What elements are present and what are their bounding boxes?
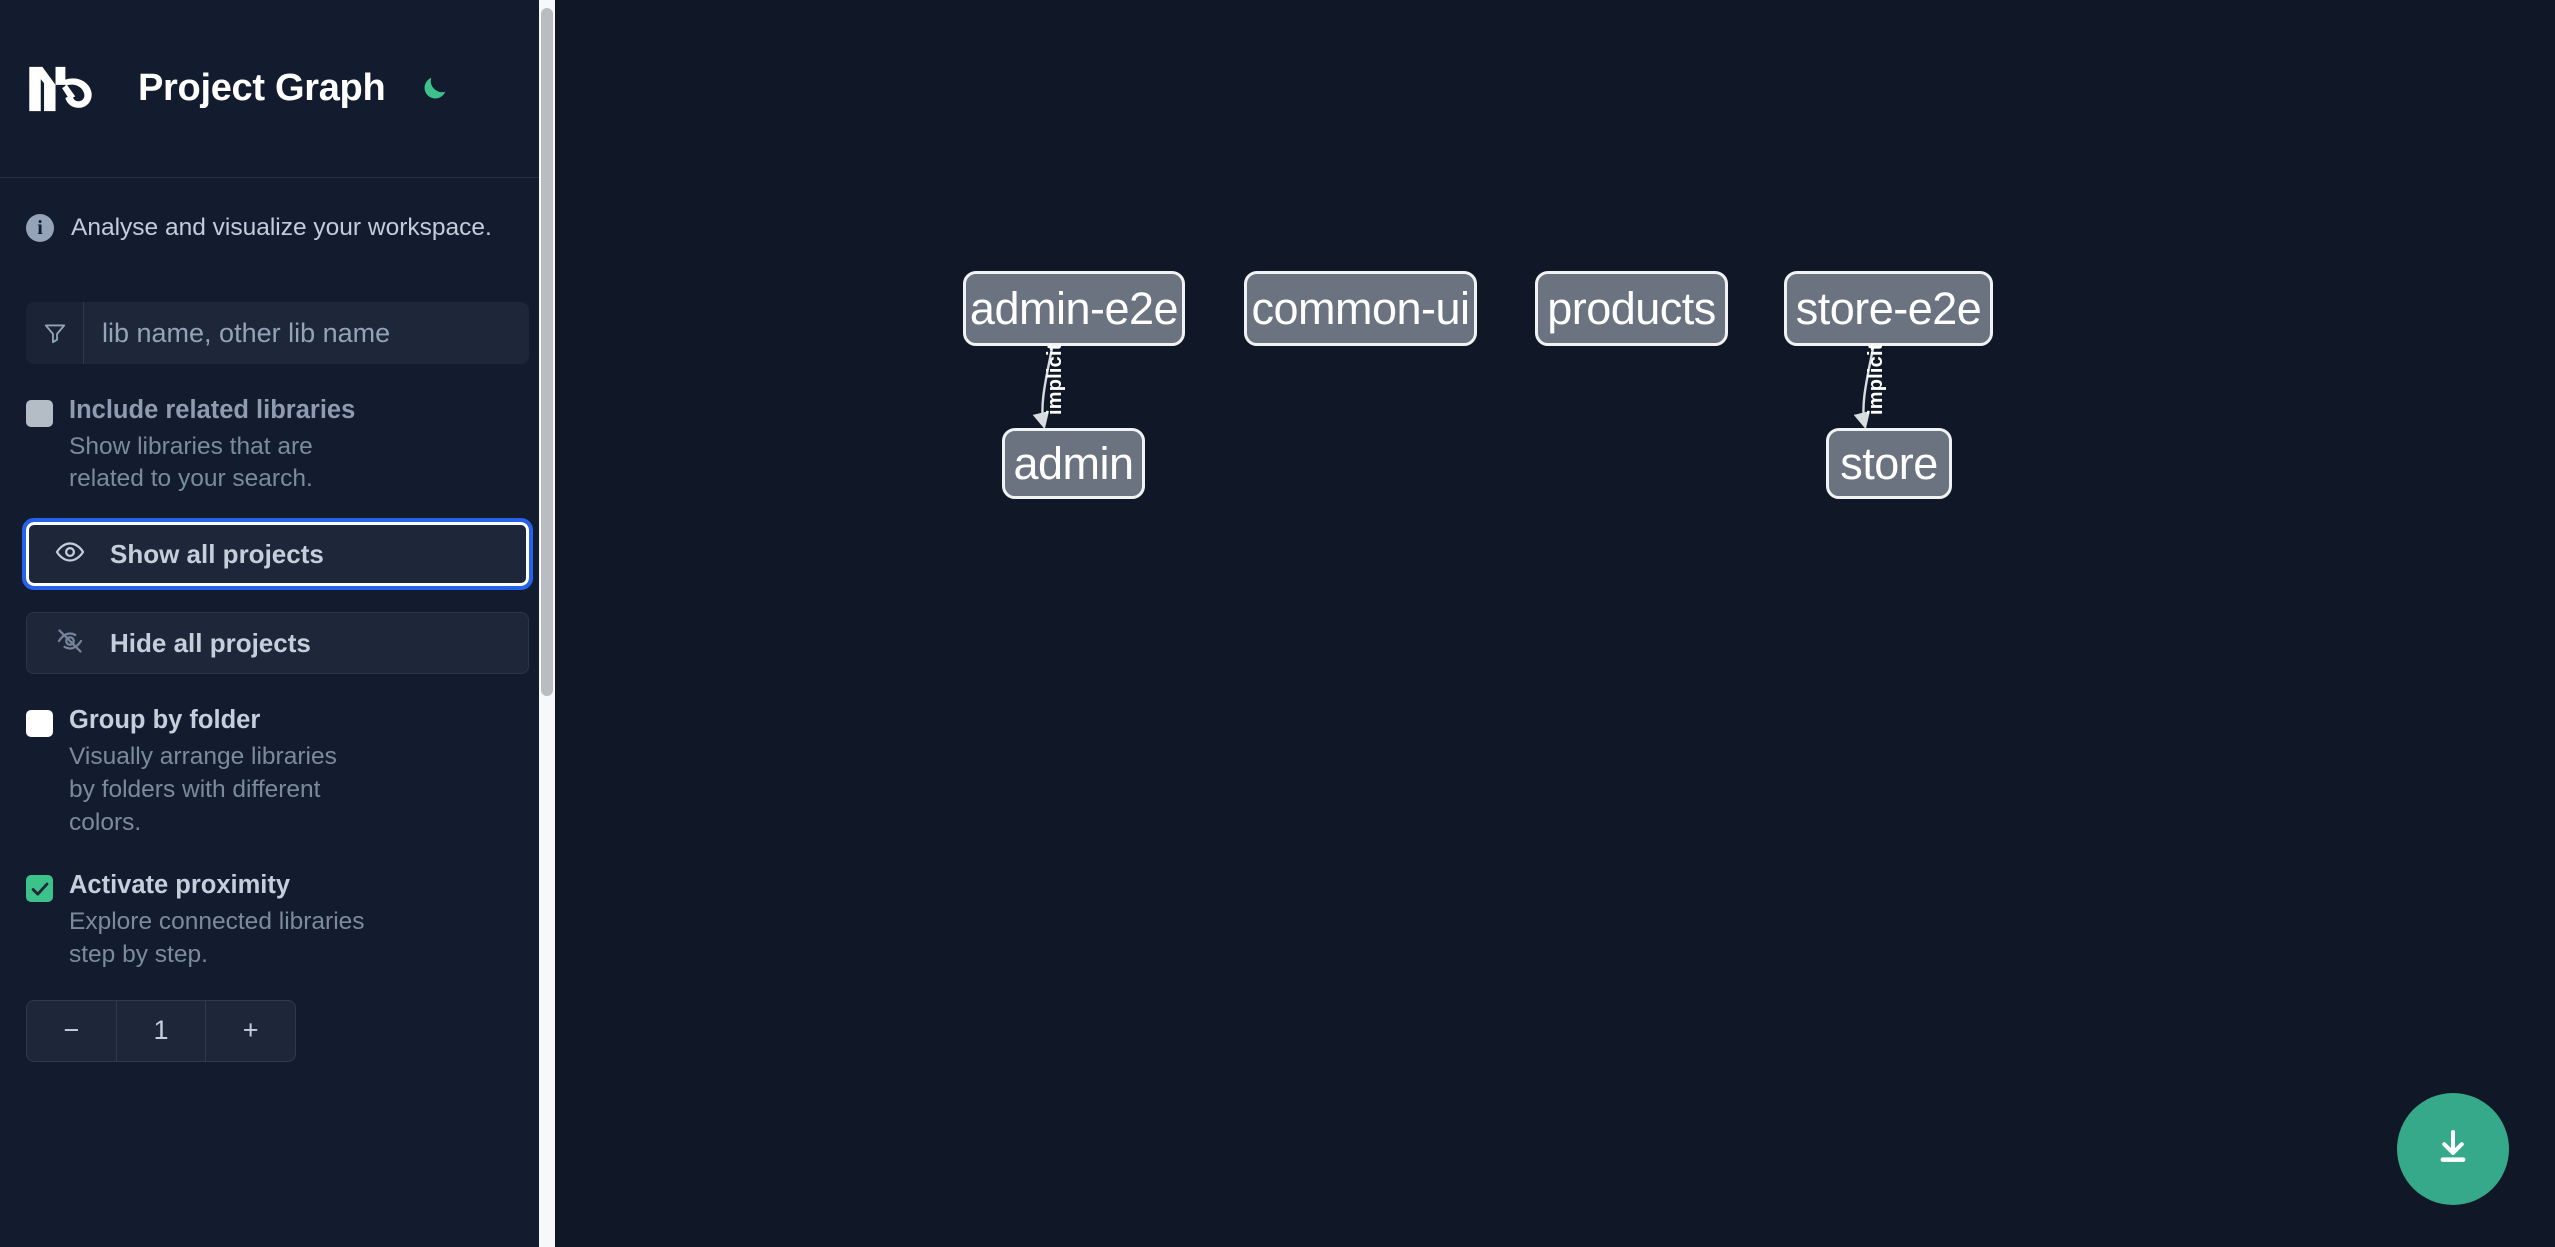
graph-node-common-ui[interactable]: common-ui: [1244, 271, 1477, 346]
hide-all-projects-label: Hide all projects: [110, 627, 311, 658]
graph-node-store[interactable]: store: [1826, 428, 1952, 499]
graph-nodes: admin-e2e common-ui products store-e2e a…: [555, 0, 2555, 1247]
option-group-by-folder[interactable]: Group by folder Visually arrange librari…: [26, 704, 529, 839]
graph-node-products[interactable]: products: [1535, 271, 1728, 346]
option-label: Include related libraries: [69, 396, 356, 424]
graph-canvas[interactable]: admin-e2e common-ui products store-e2e a…: [555, 0, 2555, 1247]
edge-label-store-e2e-store: implicit: [1865, 343, 1887, 415]
download-graph-button[interactable]: [2397, 1093, 2509, 1205]
workspace-info: i Analyse and visualize your workspace.: [26, 178, 529, 276]
sidebar-body: i Analyse and visualize your workspace. …: [0, 178, 555, 1062]
funnel-icon: [26, 302, 84, 364]
nx-logo: [26, 60, 108, 118]
show-all-projects-button[interactable]: Show all projects: [22, 518, 533, 591]
sidebar-header: Project Graph: [0, 0, 555, 178]
edge-label-admin-e2e-admin: implicit: [1044, 343, 1066, 415]
option-description: Show libraries that are related to your …: [69, 432, 313, 493]
option-include-related-libraries[interactable]: Include related libraries Show libraries…: [26, 394, 529, 496]
sidebar-scrollbar[interactable]: [539, 0, 555, 1247]
graph-node-admin-e2e[interactable]: admin-e2e: [963, 271, 1185, 346]
moon-icon[interactable]: [413, 68, 455, 110]
checkbox-include-related-libraries[interactable]: [26, 400, 53, 427]
sidebar-scrollbar-thumb[interactable]: [541, 8, 553, 696]
workspace-info-text: Analyse and visualize your workspace.: [71, 214, 492, 241]
option-description: Visually arrange libraries by folders wi…: [69, 742, 337, 836]
option-description: Explore connected libraries step by step…: [69, 908, 365, 968]
info-icon: i: [26, 214, 54, 242]
option-activate-proximity[interactable]: Activate proximity Explore connected lib…: [26, 869, 529, 971]
sidebar: Project Graph i Analyse and visualize yo…: [0, 0, 555, 1247]
checkbox-activate-proximity[interactable]: [26, 875, 53, 903]
graph-edges: [1032, 347, 1875, 430]
eye-off-icon: [55, 626, 85, 661]
option-text-group: Group by folder Visually arrange librari…: [69, 704, 369, 839]
graph-node-admin[interactable]: admin: [1002, 428, 1145, 499]
download-icon: [2432, 1126, 2474, 1173]
checkbox-group-by-folder[interactable]: [26, 710, 53, 738]
option-text-group: Activate proximity Explore connected lib…: [69, 869, 369, 971]
show-all-projects-label: Show all projects: [110, 538, 324, 569]
option-text-group: Include related libraries Show libraries…: [69, 394, 369, 496]
hide-all-projects-button[interactable]: Hide all projects: [26, 612, 529, 675]
filter-field[interactable]: [26, 302, 529, 364]
proximity-stepper[interactable]: − 1 +: [26, 999, 296, 1062]
eye-icon: [55, 537, 85, 572]
option-label: Group by folder: [69, 706, 261, 735]
search-input[interactable]: [84, 302, 529, 364]
page-title: Project Graph: [138, 67, 386, 109]
stepper-value: 1: [115, 1000, 206, 1061]
stepper-increment-button[interactable]: +: [205, 1000, 295, 1061]
option-label: Activate proximity: [69, 871, 291, 900]
stepper-decrement-button[interactable]: −: [63, 1015, 80, 1046]
graph-node-store-e2e[interactable]: store-e2e: [1784, 271, 1993, 346]
